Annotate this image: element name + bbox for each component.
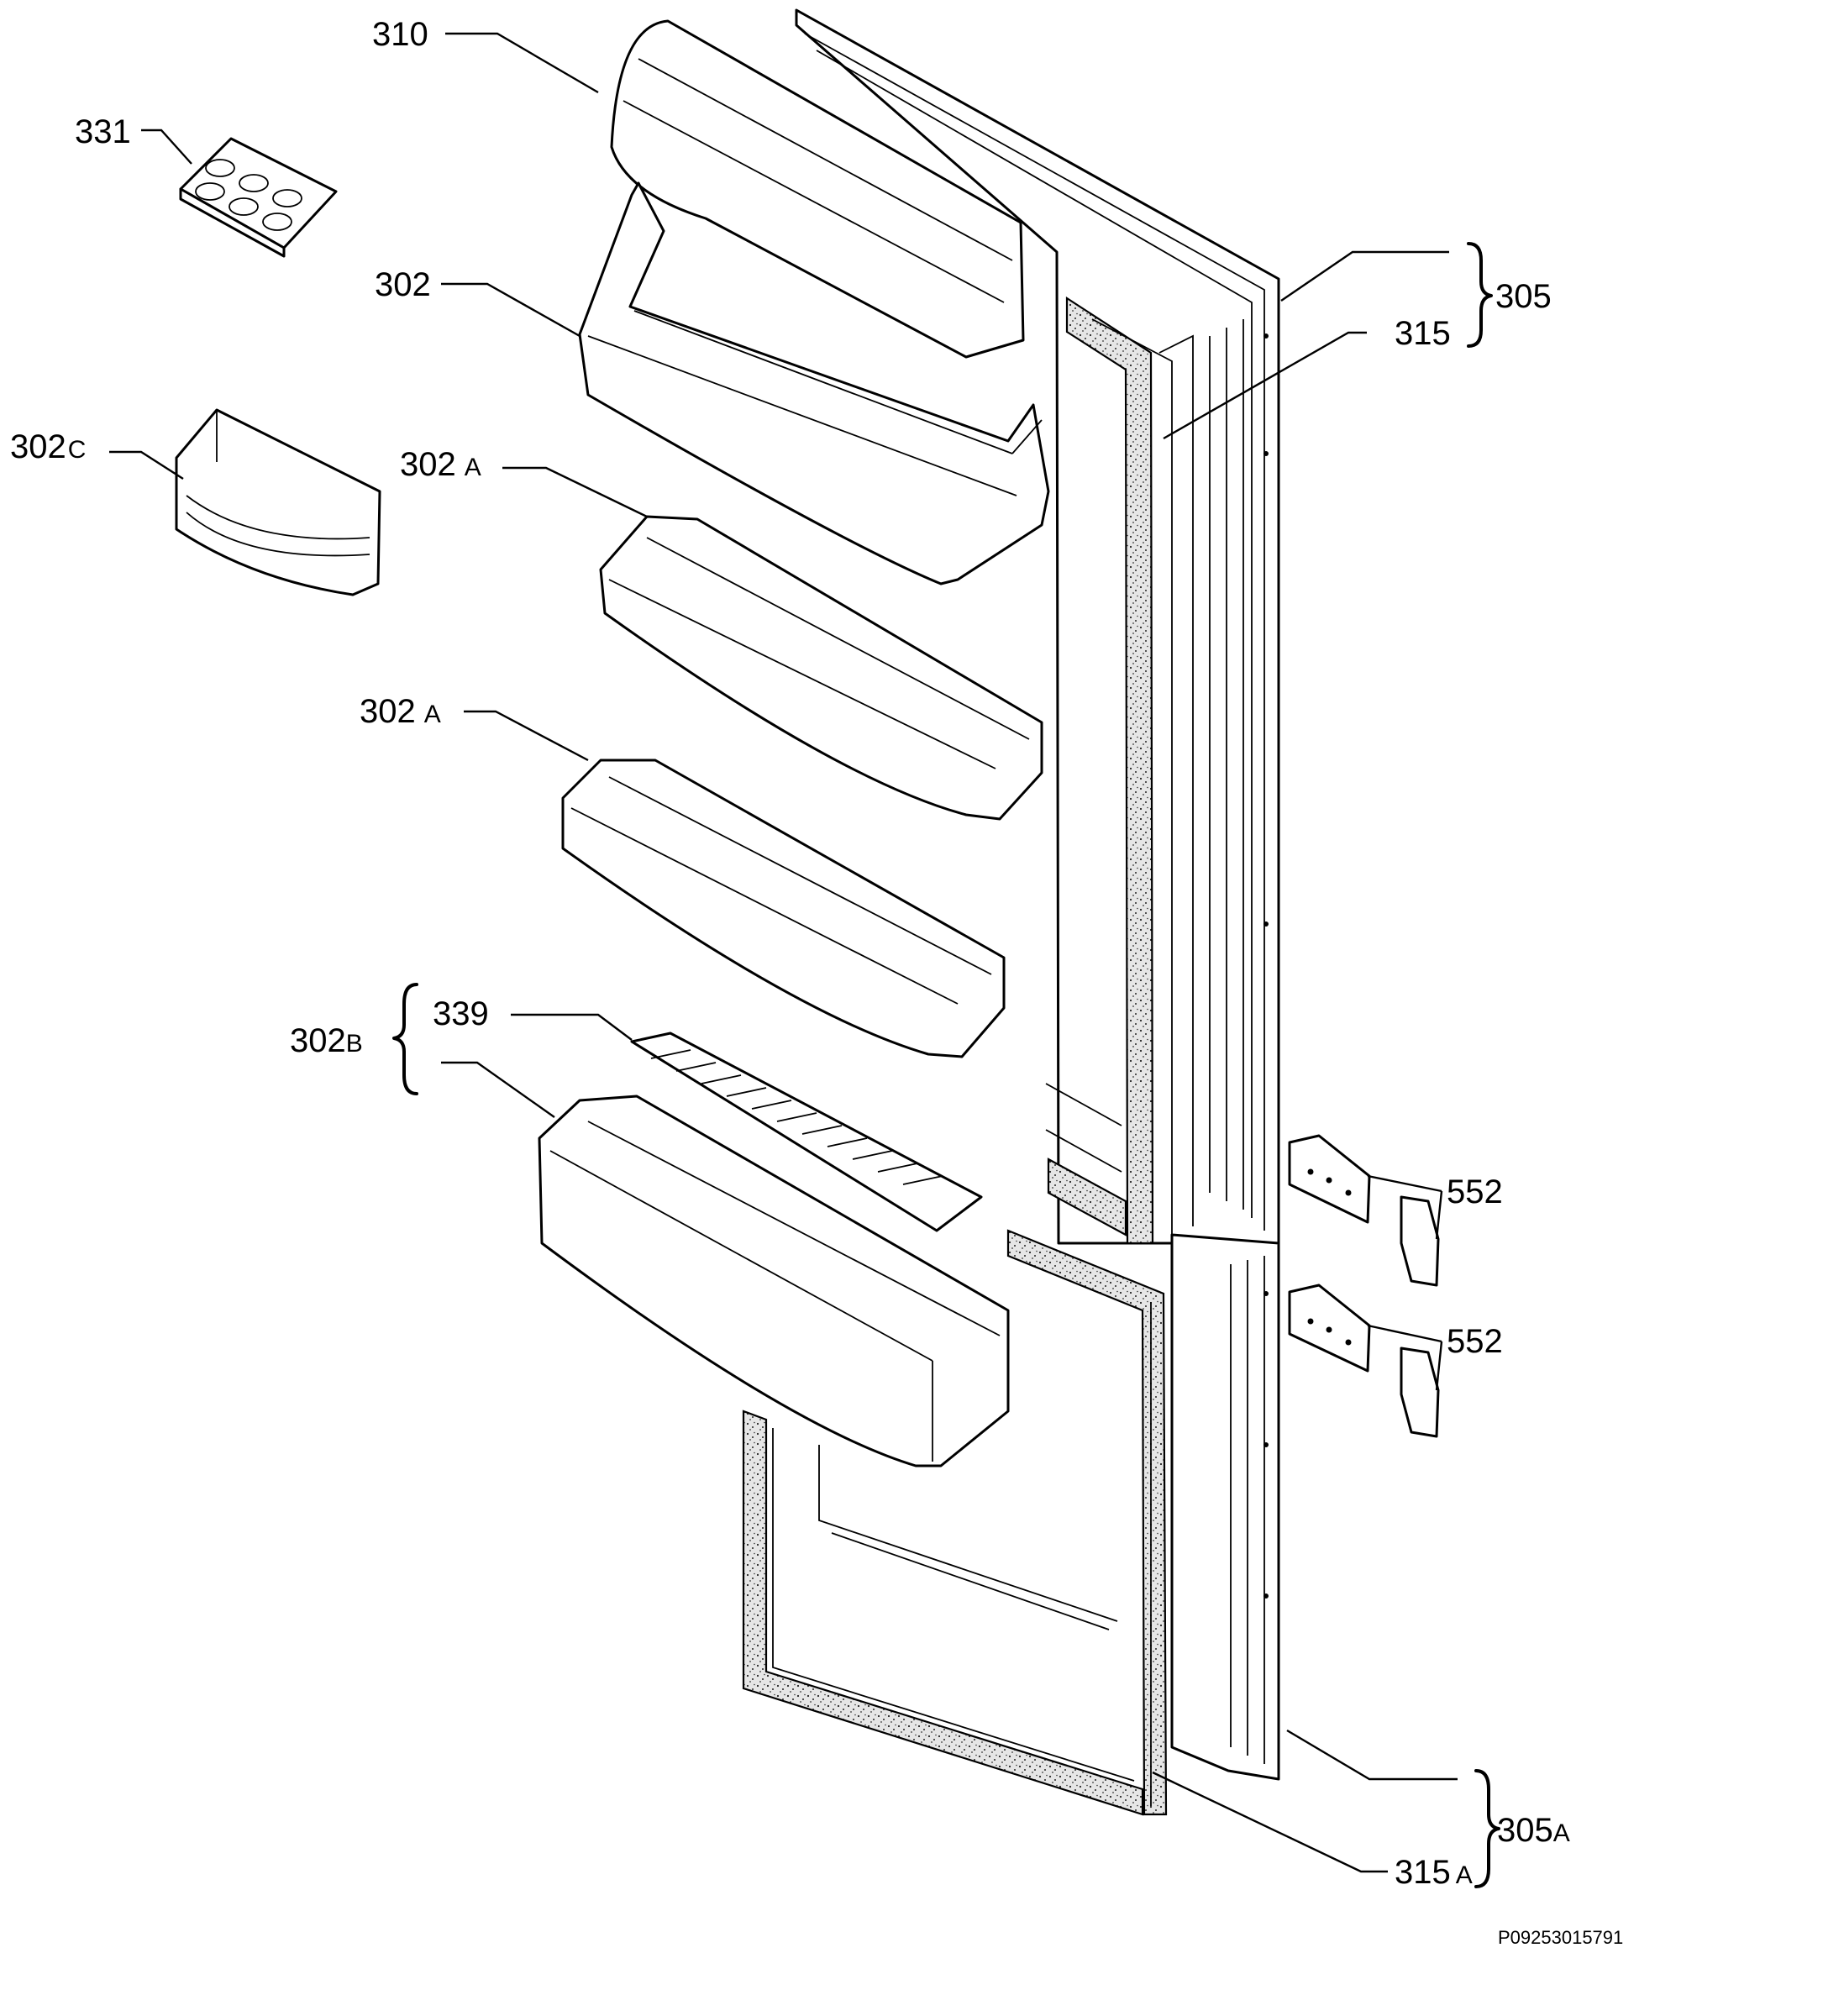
hinge-bracket-552-lower bbox=[1288, 1284, 1440, 1438]
small-shelf-302c bbox=[175, 408, 381, 596]
leader-302a-lower bbox=[464, 710, 589, 762]
label-315: 315 bbox=[1395, 315, 1451, 352]
leader-305 bbox=[1280, 250, 1449, 302]
label-339: 339 bbox=[433, 995, 489, 1032]
label-302b: 302B bbox=[290, 1022, 363, 1059]
leader-339 bbox=[511, 1013, 633, 1041]
brace-305a bbox=[1474, 1769, 1500, 1888]
leader-315 bbox=[1163, 331, 1367, 440]
leader-552-upper bbox=[1367, 1174, 1442, 1193]
lower-door-gasket-315a bbox=[742, 1229, 1168, 1816]
egg-tray-331 bbox=[179, 137, 338, 258]
leader-331 bbox=[141, 129, 192, 165]
label-302c: 302C bbox=[10, 428, 86, 465]
door-shelf-302 bbox=[578, 181, 1050, 585]
upper-door-panel-305 bbox=[795, 8, 1280, 1245]
door-shelf-302a-lower bbox=[561, 759, 1006, 1058]
label-552-lower: 552 bbox=[1447, 1323, 1503, 1360]
leader-552-lower bbox=[1367, 1324, 1442, 1343]
door-shelf-302a-upper bbox=[599, 515, 1043, 821]
label-302: 302 bbox=[375, 266, 431, 303]
leader-315a bbox=[1152, 1771, 1388, 1873]
label-331: 331 bbox=[75, 113, 131, 150]
leader-552-lower-b bbox=[1435, 1341, 1443, 1391]
brace-305 bbox=[1467, 242, 1493, 348]
dairy-lid-310 bbox=[610, 19, 1025, 359]
hinge-bracket-552-upper bbox=[1288, 1134, 1440, 1287]
upper-door-gasket-315 bbox=[1045, 296, 1194, 1245]
drawing-code: P09253015791 bbox=[1498, 1927, 1623, 1948]
label-310: 310 bbox=[372, 16, 428, 53]
label-305a: 305A bbox=[1497, 1812, 1570, 1849]
leader-305a bbox=[1286, 1729, 1458, 1781]
shelf-divider-339 bbox=[630, 1032, 983, 1232]
label-305: 305 bbox=[1495, 278, 1552, 315]
door-shelf-302b bbox=[538, 1095, 1010, 1467]
leader-552-upper-b bbox=[1435, 1190, 1443, 1240]
leader-310 bbox=[445, 32, 599, 94]
lower-door-panel-305a bbox=[1170, 1233, 1280, 1781]
brace-302b bbox=[392, 983, 418, 1095]
leader-302c bbox=[109, 450, 184, 480]
leader-302b bbox=[441, 1061, 555, 1118]
leader-302a-upper bbox=[502, 466, 648, 518]
leader-302 bbox=[441, 282, 581, 338]
leader-lines bbox=[109, 32, 1458, 1873]
label-552-upper: 552 bbox=[1447, 1173, 1503, 1210]
